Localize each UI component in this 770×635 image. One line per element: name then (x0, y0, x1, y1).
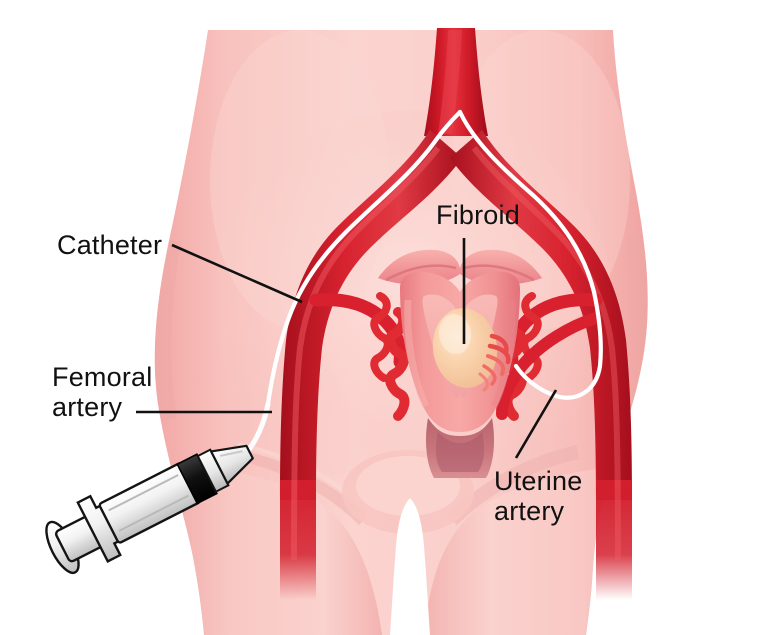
syringe-tip-highlight (219, 450, 243, 457)
left-iliac-artery (280, 130, 462, 500)
catheter-leader-line (171, 243, 303, 304)
right-uterine-artery-arch (496, 312, 602, 420)
syringe-barrel-line-bottom (118, 494, 190, 532)
aorta-highlight (438, 30, 462, 134)
right-uterine-artery-branch-2 (520, 292, 542, 382)
left-femoral-artery (280, 480, 316, 600)
left-fallopian-tube (385, 264, 457, 282)
right-femoral-artery (596, 480, 632, 600)
uterus-group (378, 249, 542, 478)
right-flank-shadow (625, 233, 648, 420)
catheter-in-left-iliac (265, 109, 463, 407)
label-fibroid: Fibroid (436, 200, 520, 230)
myometrium-highlight-left (404, 299, 430, 408)
left-flank-shadow (154, 238, 181, 422)
left-uterine-artery-branch-2 (370, 292, 392, 382)
vaginal-canal (435, 432, 485, 472)
left-uterine-artery-branch (385, 307, 410, 421)
fibroid-feeding-vessels (478, 333, 511, 392)
syringe (45, 444, 254, 575)
left-thigh (154, 466, 382, 635)
label-uterine-artery: Uterine artery (494, 466, 583, 526)
leader-lines (136, 238, 558, 459)
catheter-in-right-iliac (457, 109, 603, 400)
label-femoral-artery: Femoral artery (52, 362, 153, 422)
uterine-artery-leader-line (514, 389, 558, 459)
syringe-barrel-line-top (108, 474, 179, 512)
right-fallopian-tube (463, 264, 535, 282)
label-catheter: Catheter (57, 230, 163, 260)
